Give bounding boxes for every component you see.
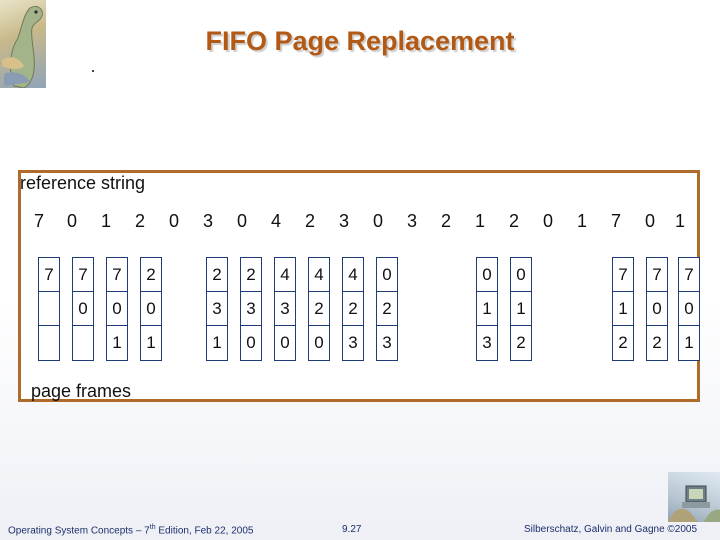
frame-cell: 0 [141,292,161,326]
reference-value: 7 [610,211,621,231]
frame-cell: 4 [343,258,363,292]
frame-cell: 1 [146,333,156,352]
frame-column: 7 [38,257,60,361]
footer-course-prefix: Operating System Concepts – 7 [8,525,150,537]
frame-cell: 0 [511,258,531,292]
frame-cell: 2 [377,292,397,326]
reference-value: 2 [508,211,519,231]
frame-cell: 1 [684,333,694,352]
reference-value: 0 [236,211,247,231]
frame-cell: 4 [275,258,295,292]
page-title: FIFO Page Replacement [205,26,515,56]
frame-cell [39,326,59,360]
frame-cell: 2 [141,258,161,292]
footer-page-number: 9.27 [342,524,362,535]
frame-cell: 7 [613,258,633,292]
reference-value: 2 [304,211,315,231]
frame-cell: 0 [73,292,93,326]
frame-cell: 2 [309,292,329,326]
reference-value: 0 [66,211,77,231]
footer-course-suffix: Edition, Feb 22, 2005 [155,525,254,537]
frame-cell: 0 [477,258,497,292]
reference-value: 2 [134,211,145,231]
footer-copyright: Silberschatz, Galvin and Gagne ©2005 [524,524,698,535]
frame-cell: 2 [652,333,662,352]
dinosaur-logo-icon [0,0,46,88]
frame-cell: 0 [314,333,324,352]
reference-value: 3 [202,211,213,231]
reference-value: 2 [440,211,451,231]
frame-cell: 7 [73,258,93,292]
reference-value: 3 [406,211,417,231]
frame-cell [39,292,59,326]
frame-cell: 1 [613,292,633,326]
reference-value: 1 [576,211,587,231]
frame-cell: 7 [39,258,59,292]
frame-cell: 2 [241,258,261,292]
reference-value: 4 [270,211,281,231]
frame-cell: 4 [309,258,329,292]
frame-cell: 2 [516,333,526,352]
frame-cell: 3 [275,292,295,326]
reference-value: 3 [338,211,349,231]
footer-course-title: Operating System Concepts – 7th Edition,… [8,524,253,536]
footer-course-sup: th [149,524,156,531]
frame-cell: 0 [107,292,127,326]
frame-cell: 0 [377,258,397,292]
reference-value: 0 [372,211,383,231]
frame-cell: 1 [212,333,222,352]
frame-cell: 0 [280,333,290,352]
frame-cell: 1 [477,292,497,326]
frame-cell: 3 [348,333,358,352]
frame-cell: 3 [482,333,492,352]
frame-cell: 3 [241,292,261,326]
dinosaur-computer-icon [668,472,720,522]
reference-value: 0 [168,211,179,231]
stray-dot [92,70,94,72]
reference-value: 1 [100,211,111,231]
reference-string-label: reference string [20,173,146,193]
reference-value: 1 [474,211,485,231]
frame-cell: 1 [112,333,122,352]
reference-value: 1 [674,211,685,231]
frame-cell: 3 [207,292,227,326]
frame-cell: 3 [382,333,392,352]
reference-value: 0 [542,211,553,231]
frame-cell: 0 [246,333,256,352]
frame-cell: 2 [618,333,628,352]
frame-cell: 2 [207,258,227,292]
page-frames-label: page frames [31,381,132,401]
frame-cell: 1 [511,292,531,326]
frame-cell: 7 [679,258,699,292]
frame-cell: 0 [647,292,667,326]
reference-value: 0 [644,211,655,231]
frame-cell: 0 [679,292,699,326]
frame-cell: 2 [343,292,363,326]
frame-cell: 7 [107,258,127,292]
reference-value: 7 [33,211,44,231]
frame-cell [73,326,93,360]
frame-cell: 7 [647,258,667,292]
